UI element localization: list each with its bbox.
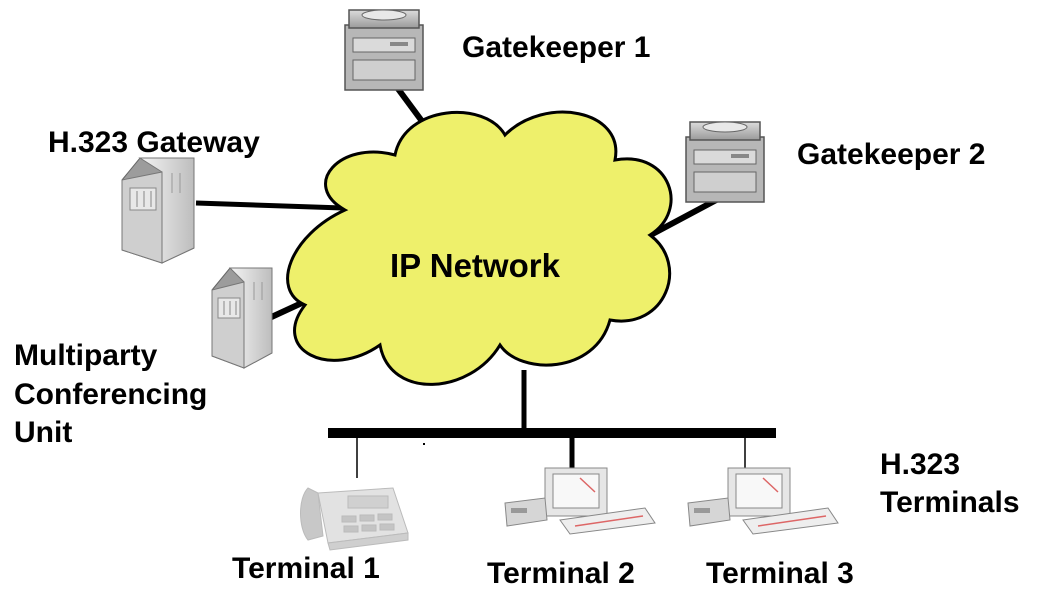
ip-network-label: IP Network (390, 247, 561, 284)
terminal-3: Terminal 3 (687, 467, 854, 590)
mcu: Multiparty Conferencing Unit (14, 267, 273, 449)
mcu-label-line: Multiparty (14, 339, 158, 372)
lan-bus (328, 428, 776, 478)
link-gateway (195, 200, 344, 211)
tower-icon (121, 157, 195, 264)
cloud-shape (286, 110, 673, 386)
bus-dot (423, 443, 425, 445)
terminals-group-label: H.323 Terminals (880, 448, 1020, 519)
gateway: H.323 Gateway (48, 126, 260, 264)
gatekeeper-2-label: Gatekeeper 2 (797, 138, 985, 171)
terminal-3-label: Terminal 3 (706, 557, 854, 590)
server-icon (344, 9, 424, 91)
terminal-1: Terminal 1 (232, 487, 409, 585)
terminal-2: Terminal 2 (487, 467, 656, 590)
mcu-label-line: Conferencing (14, 378, 207, 411)
terminal-2-label: Terminal 2 (487, 557, 635, 590)
mcu-label: Multiparty Conferencing Unit (14, 339, 216, 449)
server-icon (685, 121, 765, 203)
terminals-group-label-line: H.323 (880, 448, 960, 481)
phone-icon (300, 487, 409, 551)
tower-icon (211, 267, 273, 369)
gatekeeper-1-label: Gatekeeper 1 (462, 31, 650, 64)
mcu-label-line: Unit (14, 416, 72, 449)
ip-network-cloud: IP Network (286, 110, 673, 386)
computer-icon (504, 467, 656, 535)
bus-bar (328, 428, 776, 438)
gateway-label: H.323 Gateway (48, 126, 260, 159)
gatekeeper-2: Gatekeeper 2 (685, 121, 985, 203)
gatekeeper-1: Gatekeeper 1 (344, 9, 650, 91)
terminal-1-label: Terminal 1 (232, 552, 380, 585)
computer-icon (687, 467, 839, 535)
terminals-group-label-line: Terminals (880, 486, 1020, 519)
